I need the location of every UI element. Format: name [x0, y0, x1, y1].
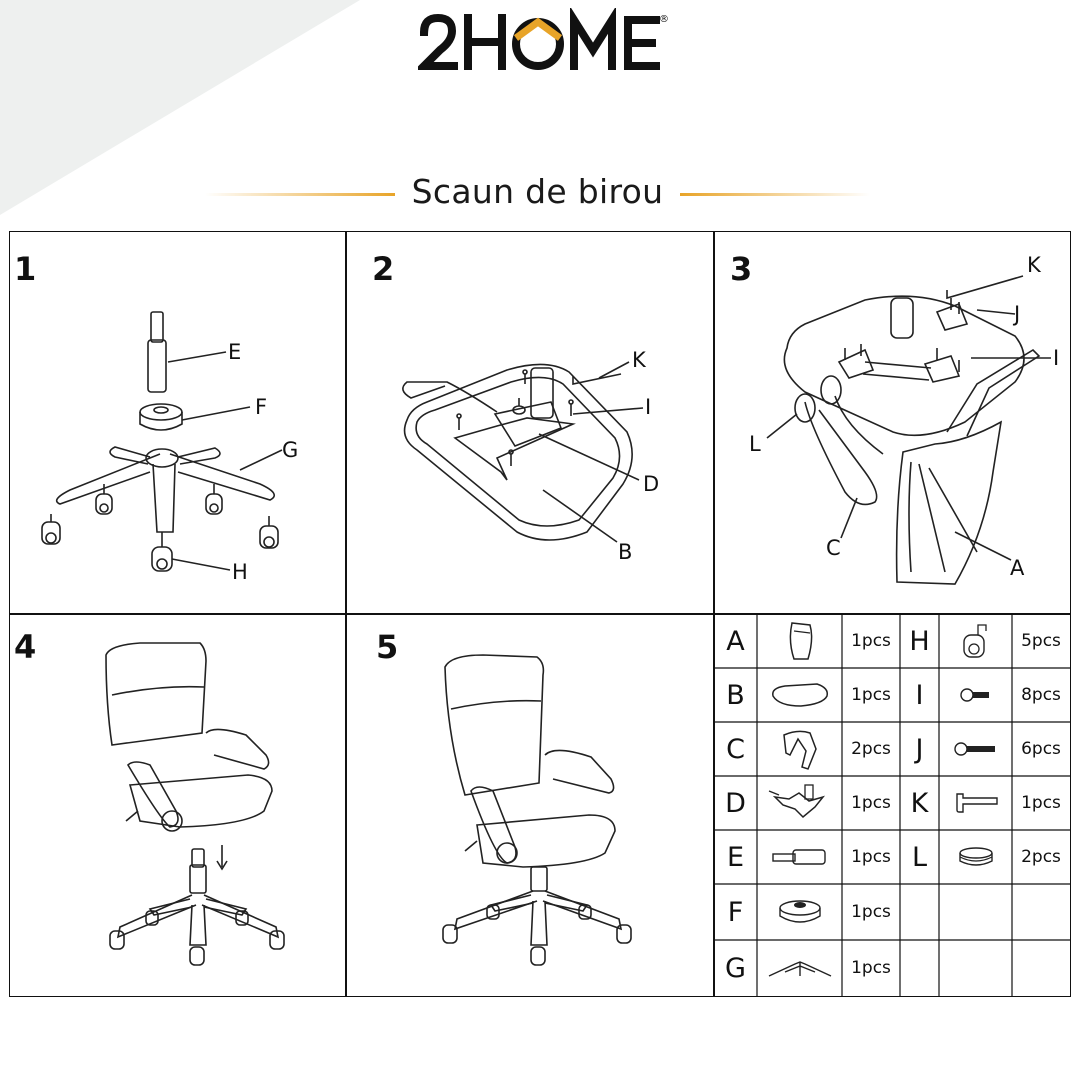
part-label: I [645, 395, 652, 419]
parts-row-letter: L [911, 841, 928, 873]
step-number: 3 [730, 250, 753, 288]
part-label: K [632, 348, 646, 372]
step-number: 1 [14, 250, 37, 288]
part-label: J [1014, 302, 1021, 326]
parts-row-qty: 2pcs [1021, 847, 1061, 867]
grid-divider [9, 613, 1071, 615]
parts-table: A 1pcs B 1pcs C 2pcs D 1pcs E 1pcs F 1pc… [714, 614, 1070, 996]
step2-seat-illustration [347, 232, 713, 612]
part-label: E [228, 340, 242, 364]
parts-row-qty: 6pcs [1021, 739, 1061, 759]
parts-row-qty: 1pcs [851, 958, 891, 978]
armrest-cap-icon [939, 830, 1012, 884]
step5-assembled-chair-illustration [347, 615, 713, 995]
brand-logo: ® [418, 8, 668, 70]
part-label: F [255, 395, 268, 419]
parts-row-qty: 1pcs [851, 902, 891, 922]
parts-row-letter: B [726, 679, 745, 711]
parts-row-qty: 1pcs [851, 631, 891, 651]
svg-text:®: ® [659, 14, 668, 25]
part-label: G [282, 438, 299, 462]
parts-row-letter: E [726, 841, 745, 873]
parts-row-qty: 8pcs [1021, 685, 1061, 705]
corner-decoration [0, 0, 360, 215]
step-number: 2 [372, 250, 395, 288]
part-label: K [1027, 253, 1041, 277]
title-decor-left [205, 193, 395, 196]
part-label: I [1053, 346, 1060, 370]
step4-attach-base-illustration [10, 615, 345, 995]
step-number: 5 [376, 628, 399, 666]
mechanism-icon [757, 776, 842, 830]
armrest-icon [757, 722, 842, 776]
parts-row-qty: 5pcs [1021, 631, 1061, 651]
caster-icon [939, 614, 1012, 668]
parts-table-grid [714, 614, 1070, 996]
title-decor-right [680, 193, 870, 196]
parts-row-qty: 1pcs [1021, 793, 1061, 813]
part-label: A [1010, 556, 1025, 580]
allen-key-icon [939, 776, 1012, 830]
parts-row-letter: H [909, 625, 930, 657]
parts-row-letter: C [726, 733, 745, 765]
backrest-icon [757, 614, 842, 668]
page-title: Scaun de birou [411, 172, 664, 211]
parts-row-qty: 2pcs [851, 739, 891, 759]
parts-row-letter: I [915, 679, 924, 711]
parts-row-qty: 1pcs [851, 847, 891, 867]
step-number: 4 [14, 628, 37, 666]
star-base-icon [757, 940, 842, 996]
part-label: B [618, 540, 633, 564]
parts-row-letter: D [725, 787, 746, 819]
seat-icon [757, 668, 842, 722]
part-label: C [826, 536, 841, 560]
part-label: L [749, 432, 761, 456]
parts-row-qty: 1pcs [851, 793, 891, 813]
parts-row-letter: K [910, 787, 929, 819]
gas-lift-icon [757, 830, 842, 884]
short-bolt-icon [939, 668, 1012, 722]
parts-row-letter: F [727, 896, 744, 928]
step1-base-illustration [10, 232, 345, 612]
long-bolt-icon [939, 722, 1012, 776]
part-label: H [232, 560, 248, 584]
gas-lift-cover-icon [757, 884, 842, 940]
part-label: D [643, 472, 660, 496]
parts-row-qty: 1pcs [851, 685, 891, 705]
parts-row-letter: G [725, 952, 746, 984]
parts-row-letter: A [726, 625, 745, 657]
parts-row-letter: J [915, 733, 924, 765]
step3-backrest-illustration [715, 232, 1071, 612]
